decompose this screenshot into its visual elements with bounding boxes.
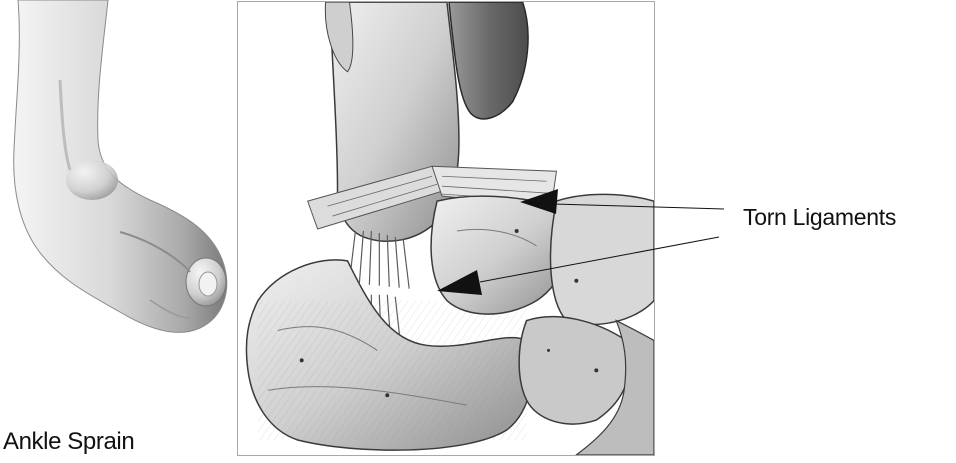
fibula-bone	[449, 2, 528, 119]
anatomy-panel	[237, 1, 655, 456]
foot-illustration	[0, 0, 240, 340]
talus-bone	[431, 196, 570, 314]
torn-ligaments-label: Torn Ligaments	[743, 204, 896, 231]
cuboid-bone	[519, 317, 630, 424]
ankle-anatomy-illustration	[238, 2, 654, 455]
ankle-sprain-caption: Ankle Sprain	[3, 428, 134, 456]
navicular-bone	[551, 194, 654, 324]
